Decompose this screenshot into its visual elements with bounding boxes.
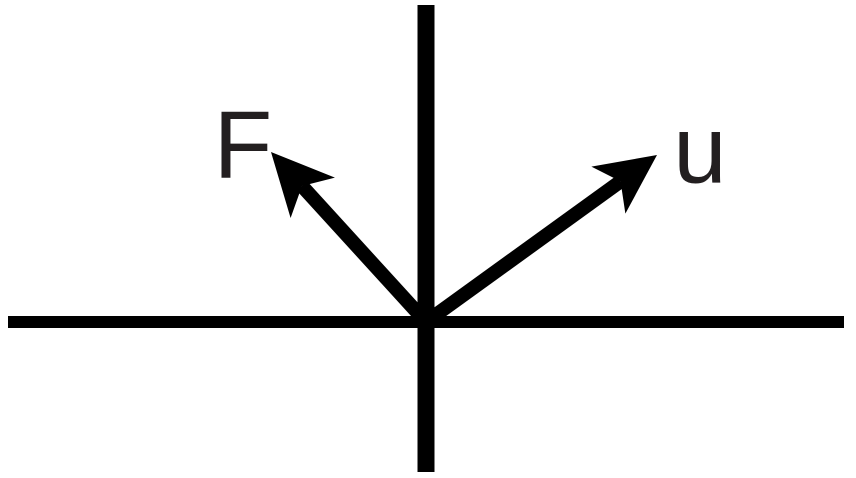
vector-u-label: u bbox=[673, 96, 726, 203]
vector-f bbox=[271, 152, 432, 327]
vector-u-shaft bbox=[421, 175, 625, 328]
vector-u bbox=[421, 155, 657, 328]
vector-f-shaft bbox=[296, 181, 432, 327]
vector-u-arrowhead bbox=[591, 155, 657, 214]
vector-f-label: F bbox=[214, 91, 273, 198]
vector-f-arrowhead bbox=[271, 152, 335, 219]
